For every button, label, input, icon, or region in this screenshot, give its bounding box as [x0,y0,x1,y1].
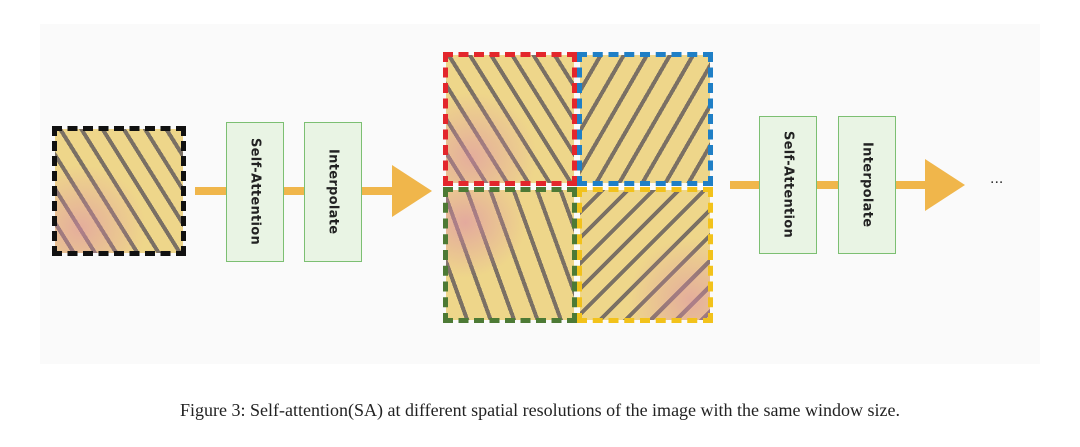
self-attention-label-1: Self-Attention [247,138,263,246]
self-attention-label-2: Self-Attention [780,131,796,239]
quadrant-top-right-image [580,55,710,183]
arrow-shaft-1 [195,187,395,195]
window-global [52,126,186,256]
window-bottom-left [443,187,577,323]
self-attention-box-1: Self-Attention [226,122,284,262]
quadrant-top-left-image [446,55,574,183]
window-top-left [443,52,577,186]
window-top-right [577,52,713,186]
window-bottom-right [577,187,713,323]
interpolate-label-1: Interpolate [325,149,341,235]
arrow-head-2 [925,159,965,211]
interpolate-box-1: Interpolate [304,122,362,262]
input-image [55,129,183,253]
arrow-head-1 [392,165,432,217]
interpolate-box-2: Interpolate [838,116,896,254]
quadrant-bottom-left-image [446,190,574,320]
arrow-shaft-2 [730,181,928,189]
continuation-ellipsis: ... [990,170,1004,187]
self-attention-box-2: Self-Attention [759,116,817,254]
interpolate-label-2: Interpolate [859,142,875,228]
quadrant-bottom-right-image [580,190,710,320]
figure-caption: Figure 3: Self-attention(SA) at differen… [180,400,900,420]
